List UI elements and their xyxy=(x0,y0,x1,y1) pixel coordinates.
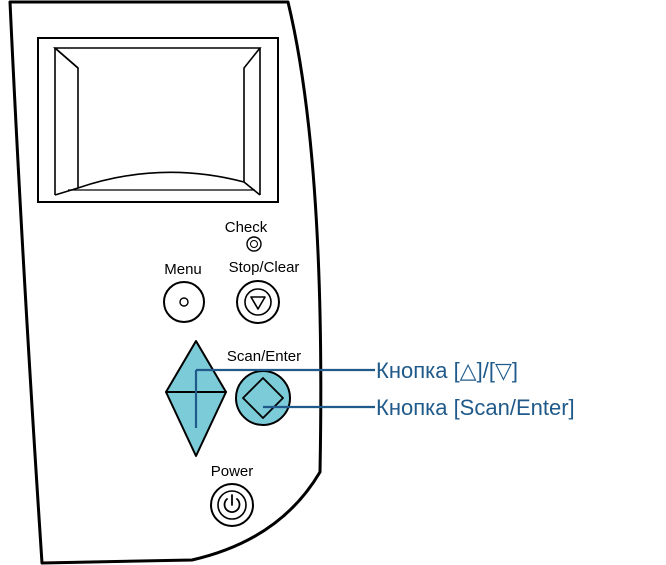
scan-enter-label: Scan/Enter xyxy=(227,348,301,365)
arrows-callout-line xyxy=(194,368,375,428)
arrows-callout-label: Кнопка [△]/[▽] xyxy=(376,358,518,383)
check-led-icon xyxy=(246,236,262,252)
lcd-display xyxy=(37,37,279,203)
stop-clear-button[interactable] xyxy=(236,280,280,324)
power-label: Power xyxy=(211,463,254,480)
diamond-in-circle-icon xyxy=(242,377,284,419)
check-label: Check xyxy=(225,219,268,236)
circle-icon xyxy=(179,297,189,307)
menu-button[interactable] xyxy=(163,281,205,323)
power-icon xyxy=(223,494,241,513)
scan-enter-button[interactable] xyxy=(235,370,291,426)
triangle-down-in-circle-icon xyxy=(250,296,266,310)
menu-label: Menu xyxy=(164,261,202,278)
scan-enter-callout-label: Кнопка [Scan/Enter] xyxy=(376,395,575,420)
stop-clear-label: Stop/Clear xyxy=(229,259,300,276)
power-button[interactable] xyxy=(210,483,254,527)
